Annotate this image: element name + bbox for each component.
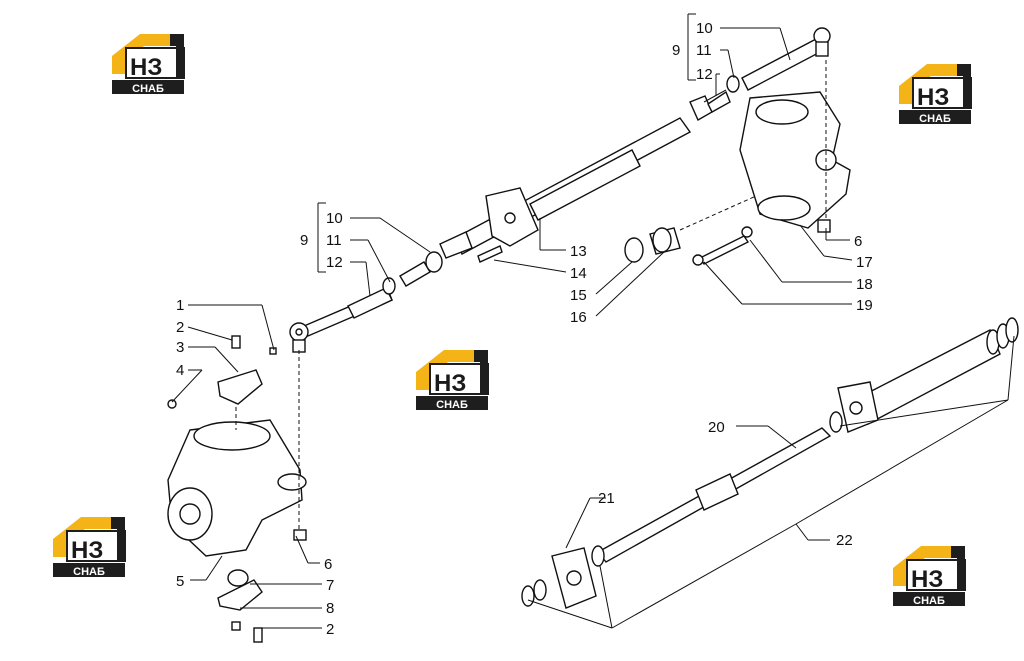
lower-king-pin-cap	[217, 529, 307, 643]
callout-13: 13	[570, 243, 587, 260]
callout-2-lower: 2	[326, 621, 334, 638]
tie-rod-right	[707, 27, 831, 113]
callout-8: 8	[326, 600, 334, 617]
callout-labels: 1 2 3 4 5 6 7 8 2 6 10 11 12 9 10 11 12 …	[176, 20, 873, 638]
watermark-logo-bottom-right: НЗ СНАБ	[892, 545, 966, 607]
watermark-logo-center: НЗ СНАБ	[415, 349, 489, 411]
watermark-letters: НЗ	[917, 84, 949, 111]
callout-19: 19	[856, 297, 873, 314]
bushing-parts	[624, 195, 757, 266]
watermark-letters: НЗ	[911, 566, 943, 593]
callout-14: 14	[570, 265, 587, 282]
callout-9-left: 9	[300, 232, 308, 249]
watermark-word: СНАБ	[436, 399, 468, 411]
callout-17: 17	[856, 254, 873, 271]
callout-10-left: 10	[326, 210, 343, 227]
watermark-logo-top-left: НЗ СНАБ	[111, 33, 185, 95]
callout-10-right: 10	[696, 20, 713, 37]
callout-20: 20	[708, 419, 725, 436]
tie-rod-left	[289, 251, 443, 353]
callout-11-right: 11	[696, 42, 712, 59]
watermark-letters: НЗ	[130, 54, 162, 81]
watermark-letters: НЗ	[71, 537, 103, 564]
callout-18: 18	[856, 276, 873, 293]
callout-1: 1	[176, 297, 184, 314]
watermark-word: СНАБ	[913, 595, 945, 607]
leader-lines	[171, 13, 1015, 629]
steering-knuckle-left	[167, 350, 307, 557]
callout-5: 5	[176, 573, 184, 590]
callout-6-right: 6	[854, 233, 862, 250]
upper-king-pin-cap	[167, 335, 277, 409]
callout-2: 2	[176, 319, 184, 336]
watermark-logo-bottom-left: НЗ СНАБ	[52, 516, 126, 578]
watermark-letters: НЗ	[434, 370, 466, 397]
callout-3: 3	[176, 339, 184, 356]
watermark-word: СНАБ	[73, 566, 105, 578]
bolt-14	[477, 245, 503, 263]
steering-knuckle-right	[739, 60, 851, 233]
callout-6: 6	[324, 556, 332, 573]
watermark-word: СНАБ	[919, 113, 951, 125]
callout-12-left: 12	[326, 254, 343, 271]
watermark-word: СНАБ	[132, 83, 164, 95]
steering-cylinder-lower	[521, 317, 1019, 609]
callout-7: 7	[326, 577, 334, 594]
callout-9-right: 9	[672, 42, 680, 59]
callout-11-left: 11	[326, 232, 342, 249]
callout-4: 4	[176, 362, 184, 379]
callout-12-right: 12	[696, 66, 713, 83]
callout-16: 16	[570, 309, 587, 326]
steering-cylinder	[439, 89, 727, 259]
callout-15: 15	[570, 287, 587, 304]
callout-22: 22	[836, 532, 853, 549]
watermark-logo-top-right: НЗ СНАБ	[898, 63, 972, 125]
callout-21: 21	[598, 490, 615, 507]
